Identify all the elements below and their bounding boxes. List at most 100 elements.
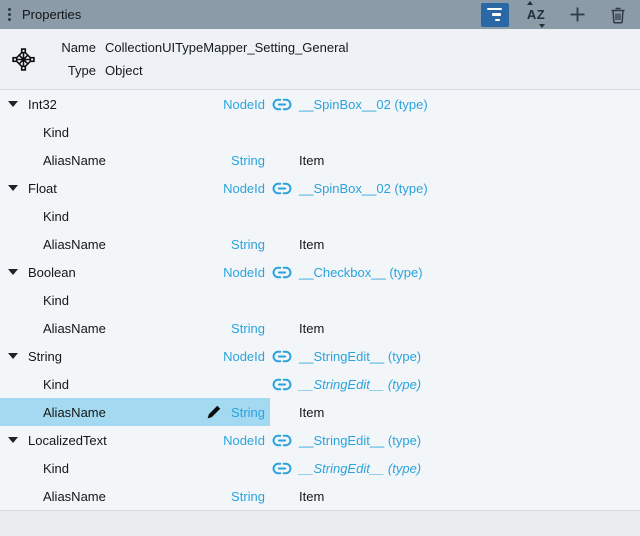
property-value: Item bbox=[299, 236, 325, 252]
panel-empty-area bbox=[0, 510, 640, 536]
link-cell bbox=[265, 461, 299, 476]
property-name-cell: AliasName bbox=[0, 237, 170, 252]
property-name-cell: Float bbox=[0, 181, 170, 196]
drag-handle-icon[interactable] bbox=[8, 8, 11, 21]
property-group-row[interactable]: LocalizedText NodeId __StringEdit__ (type) bbox=[0, 426, 640, 454]
link-icon[interactable] bbox=[272, 461, 292, 476]
property-row[interactable]: AliasName String Item bbox=[0, 482, 640, 510]
link-icon[interactable] bbox=[272, 377, 292, 392]
link-cell bbox=[265, 181, 299, 196]
attribute-cell: String bbox=[231, 237, 265, 252]
node-link-value[interactable]: __SpinBox__02 (type) bbox=[299, 96, 428, 112]
panel-title-bar: Properties AZ bbox=[0, 0, 640, 29]
link-icon[interactable] bbox=[272, 181, 292, 196]
property-row[interactable]: AliasName String Item bbox=[0, 146, 640, 174]
property-name-cell: LocalizedText bbox=[0, 433, 170, 448]
link-icon[interactable] bbox=[272, 97, 292, 112]
property-group-row[interactable]: Int32 NodeId __SpinBox__02 (type) bbox=[0, 90, 640, 118]
attribute-cell: String bbox=[231, 153, 265, 168]
node-link-value[interactable]: __StringEdit__ (type) bbox=[299, 376, 422, 392]
property-name: AliasName bbox=[43, 404, 106, 420]
property-name: Boolean bbox=[28, 264, 76, 280]
attribute-label: NodeId bbox=[223, 348, 265, 364]
node-link-value[interactable]: __Checkbox__ (type) bbox=[299, 264, 423, 280]
property-group-row[interactable]: Boolean NodeId __Checkbox__ (type) bbox=[0, 258, 640, 286]
attribute-cell: NodeId bbox=[223, 265, 265, 280]
sort-az-icon: AZ bbox=[526, 1, 546, 28]
link-icon[interactable] bbox=[272, 349, 292, 364]
property-group-row[interactable]: Float NodeId __SpinBox__02 (type) bbox=[0, 174, 640, 202]
property-name: AliasName bbox=[43, 152, 106, 168]
name-value: CollectionUITypeMapper_Setting_General bbox=[105, 40, 349, 55]
property-name: String bbox=[28, 348, 62, 364]
pencil-icon bbox=[206, 404, 222, 420]
node-link-value[interactable]: __StringEdit__ (type) bbox=[299, 348, 422, 364]
property-value: Item bbox=[299, 320, 325, 336]
property-name: Kind bbox=[43, 124, 70, 140]
node-link-value[interactable]: __SpinBox__02 (type) bbox=[299, 180, 428, 196]
attribute-cell: NodeId bbox=[223, 433, 265, 448]
attribute-cell: NodeId bbox=[223, 349, 265, 364]
link-icon[interactable] bbox=[272, 265, 292, 280]
property-name: Kind bbox=[43, 292, 70, 308]
property-name-cell: Kind bbox=[0, 125, 170, 140]
property-group-row[interactable]: String NodeId __StringEdit__ (type) bbox=[0, 342, 640, 370]
property-value: Item bbox=[299, 488, 325, 504]
type-value: Object bbox=[105, 63, 143, 78]
expander-icon[interactable] bbox=[8, 185, 18, 191]
attribute-label: String bbox=[231, 320, 265, 336]
expander-icon[interactable] bbox=[8, 353, 18, 359]
trash-icon bbox=[611, 7, 625, 24]
node-link-value[interactable]: __StringEdit__ (type) bbox=[299, 432, 422, 448]
property-row[interactable]: Kind bbox=[0, 202, 640, 230]
property-name-cell: AliasName bbox=[0, 321, 170, 336]
attribute-label: String bbox=[231, 152, 265, 168]
link-icon[interactable] bbox=[272, 433, 292, 448]
link-cell bbox=[265, 265, 299, 280]
property-value: Item bbox=[299, 152, 325, 168]
attribute-cell: NodeId bbox=[223, 97, 265, 112]
property-row[interactable]: Kind __StringEdit__ (type) bbox=[0, 370, 640, 398]
property-name-cell: Kind bbox=[0, 377, 170, 392]
view-options-button[interactable] bbox=[481, 2, 509, 27]
property-name: Int32 bbox=[28, 96, 57, 112]
attribute-cell: NodeId bbox=[223, 181, 265, 196]
attribute-label: NodeId bbox=[223, 432, 265, 448]
delete-button[interactable] bbox=[604, 3, 632, 27]
property-row[interactable]: Kind bbox=[0, 118, 640, 146]
link-cell bbox=[265, 349, 299, 364]
property-name-cell: AliasName bbox=[0, 153, 170, 168]
property-value: Item bbox=[299, 404, 325, 420]
property-row[interactable]: AliasName String Item bbox=[0, 314, 640, 342]
panel-title: Properties bbox=[22, 7, 82, 22]
expander-icon[interactable] bbox=[8, 101, 18, 107]
plus-icon bbox=[570, 7, 584, 22]
sort-az-button[interactable]: AZ bbox=[522, 1, 550, 28]
link-cell bbox=[265, 97, 299, 112]
node-link-value[interactable]: __StringEdit__ (type) bbox=[299, 460, 422, 476]
property-row[interactable]: AliasName String Item bbox=[0, 230, 640, 258]
property-name: LocalizedText bbox=[28, 432, 107, 448]
attribute-cell: String bbox=[231, 321, 265, 336]
expander-icon[interactable] bbox=[8, 437, 18, 443]
property-name: Float bbox=[28, 180, 57, 196]
attribute-label: NodeId bbox=[223, 180, 265, 196]
link-cell bbox=[265, 433, 299, 448]
attribute-cell: String bbox=[231, 489, 265, 504]
property-name-cell: String bbox=[0, 349, 170, 364]
property-name: Kind bbox=[43, 208, 70, 224]
property-name-cell: Kind bbox=[0, 461, 170, 476]
object-info-section: Name CollectionUITypeMapper_Setting_Gene… bbox=[0, 29, 640, 90]
property-name-cell: AliasName bbox=[0, 489, 170, 504]
property-name: AliasName bbox=[43, 320, 106, 336]
toolbar: AZ bbox=[481, 1, 632, 28]
expander-icon[interactable] bbox=[8, 269, 18, 275]
property-row[interactable]: Kind __StringEdit__ (type) bbox=[0, 454, 640, 482]
add-button[interactable] bbox=[563, 3, 591, 27]
property-name: Kind bbox=[43, 376, 70, 392]
property-name-cell: Kind bbox=[0, 209, 170, 224]
object-structure-icon bbox=[11, 47, 35, 71]
property-row[interactable]: Kind bbox=[0, 286, 640, 314]
